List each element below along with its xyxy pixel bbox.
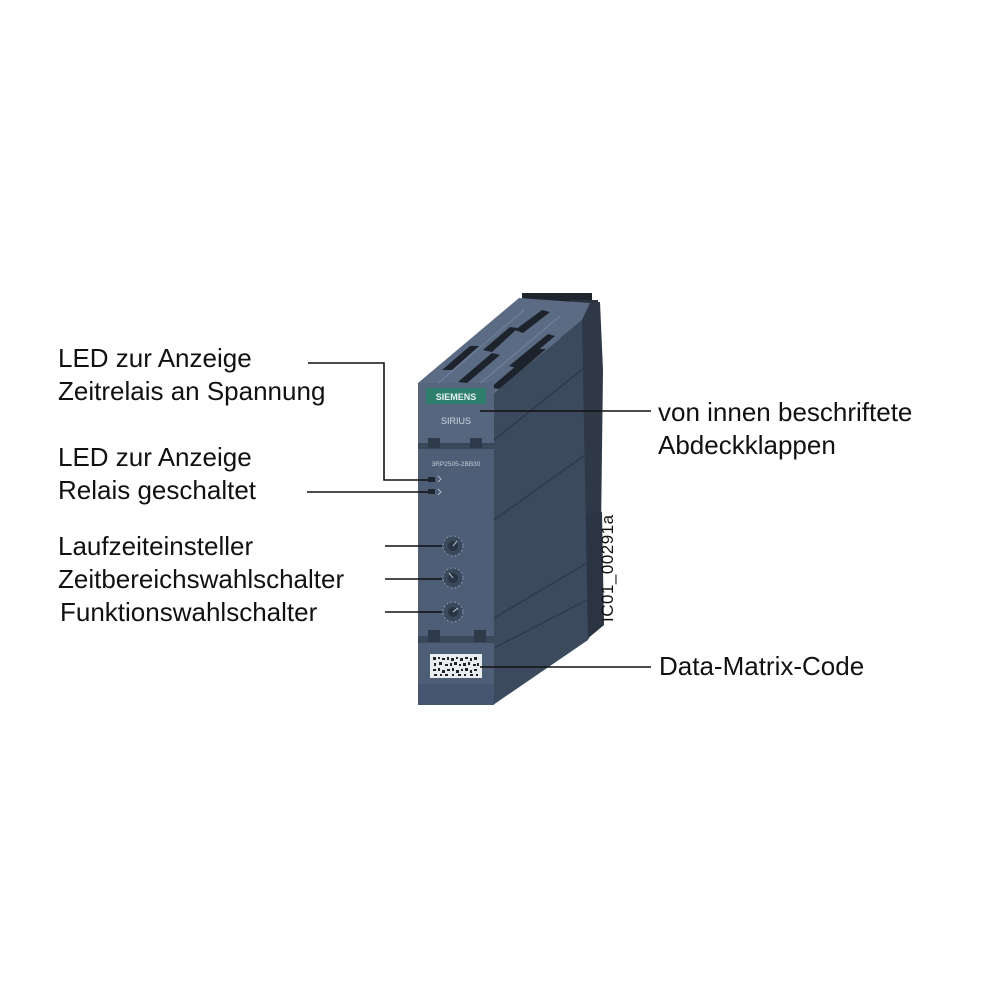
callout-label-flaps-line1: von innen beschriftete — [658, 397, 913, 427]
brand-label — [426, 388, 486, 404]
callout-time-range-switch-text: Zeitbereichswahlschalter — [58, 564, 345, 594]
time-range-knob — [442, 567, 464, 589]
callout-function-switch-text: Funktionswahlschalter — [60, 597, 318, 627]
runtime-adjuster-knob — [442, 535, 464, 557]
article-number-text: 3RP2505-2BB30 — [432, 461, 481, 468]
din-rail-clip — [583, 512, 604, 640]
callout-led-relay-line1: LED zur Anzeige — [58, 442, 252, 472]
callout-runtime-adjuster: Laufzeiteinsteller — [58, 530, 253, 563]
callout-data-matrix-text: Data-Matrix-Code — [659, 651, 865, 681]
terminal-slots — [442, 310, 555, 389]
function-knob — [442, 601, 464, 623]
led-power — [428, 477, 435, 482]
product-line-text: SIRIUS — [441, 416, 471, 426]
figure-id: IC01_00291a — [598, 514, 617, 622]
callout-led-power: LED zur Anzeige Zeitrelais an Spannung — [58, 342, 325, 408]
leader-led-power — [308, 362, 428, 481]
leader-lines — [307, 362, 651, 668]
callout-led-relay-line2: Relais geschaltet — [58, 475, 256, 505]
led-relay — [428, 489, 435, 494]
callout-led-relay: LED zur Anzeige Relais geschaltet — [58, 441, 256, 507]
upper-cover-flap-hinge — [418, 438, 494, 449]
data-matrix-label — [430, 654, 482, 678]
callout-led-power-line2: Zeitrelais an Spannung — [58, 376, 326, 406]
callout-data-matrix: Data-Matrix-Code — [659, 650, 864, 683]
bottom-terminal-area — [418, 684, 494, 705]
lower-cover-flap-hinge — [418, 630, 494, 643]
relay-top-face — [418, 298, 590, 393]
callout-runtime-adjuster-text: Laufzeiteinsteller — [58, 531, 254, 561]
callout-label-flaps-line2: Abdeckklappen — [658, 430, 836, 460]
callout-label-flaps: von innen beschriftete Abdeckklappen — [658, 396, 912, 462]
callout-function-switch: Funktionswahlschalter — [60, 596, 317, 629]
relay-side-face — [493, 320, 588, 705]
callout-time-range-switch: Zeitbereichswahlschalter — [58, 563, 344, 596]
callout-led-power-line1: LED zur Anzeige — [58, 343, 252, 373]
brand-text: SIEMENS — [436, 392, 477, 402]
